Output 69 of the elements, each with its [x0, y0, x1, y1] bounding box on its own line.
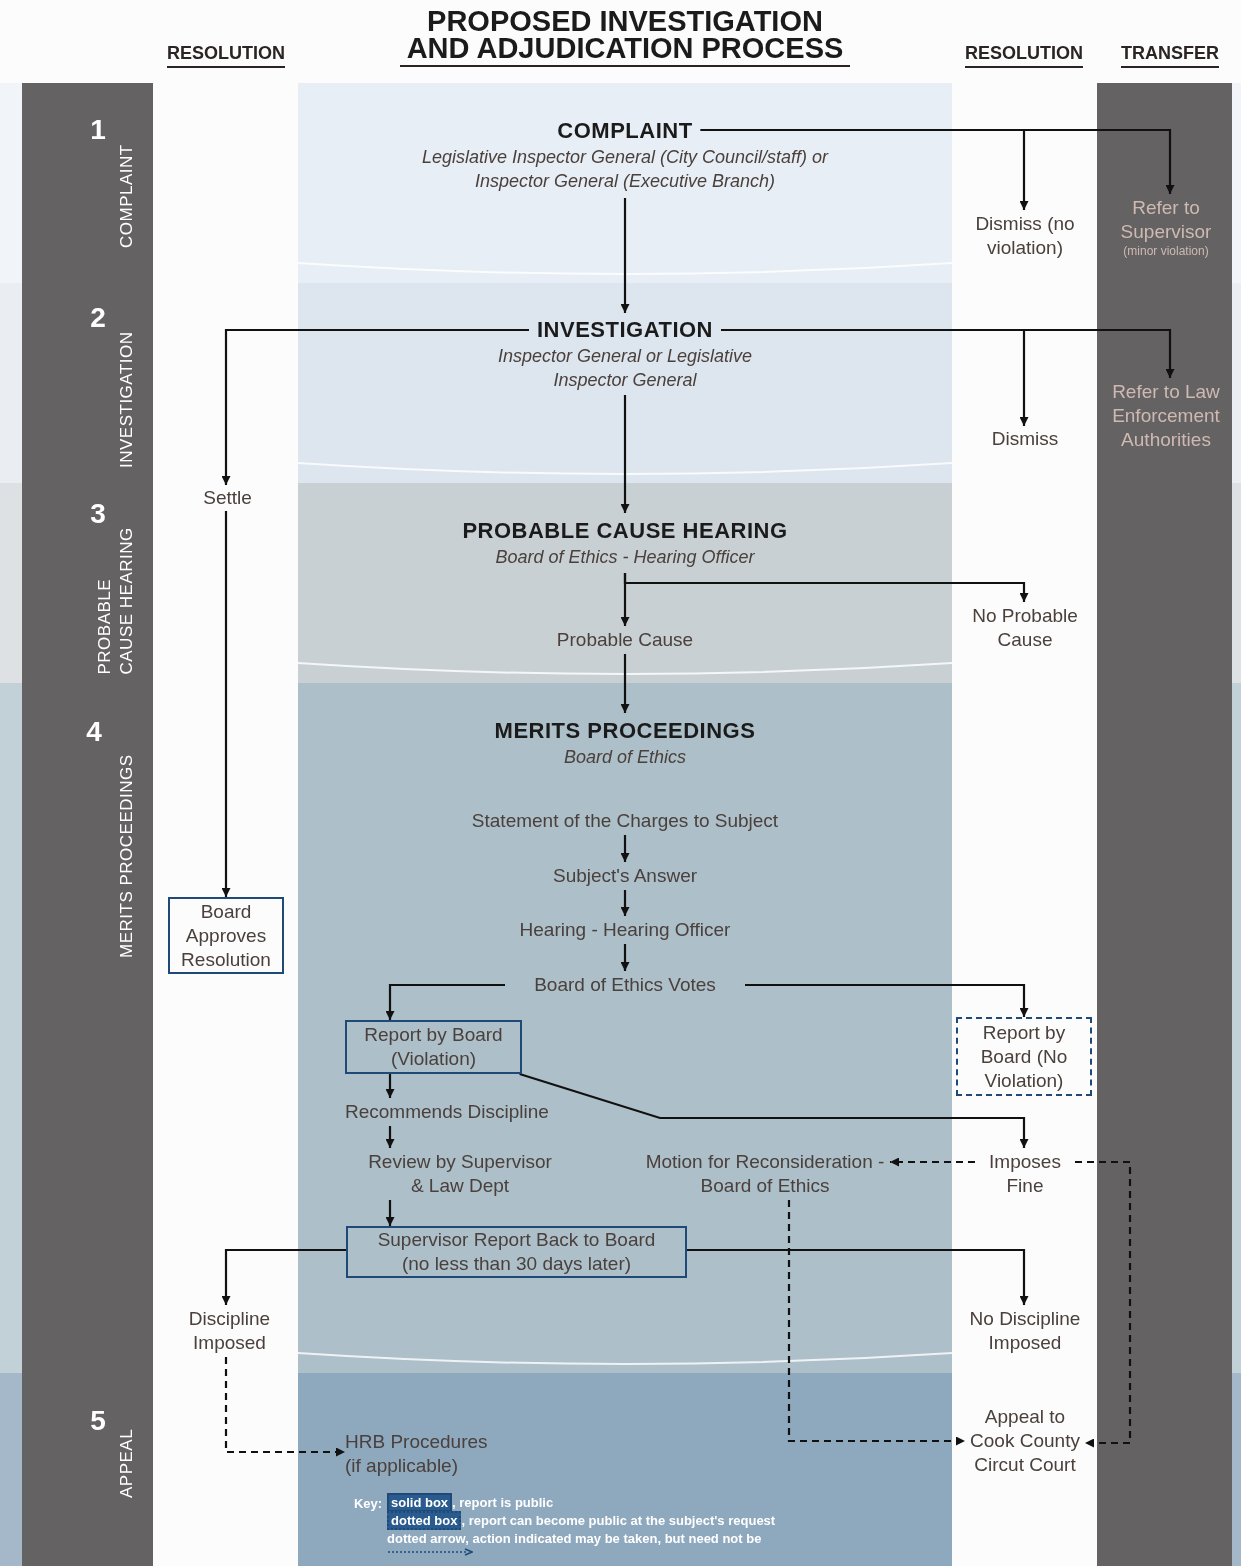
- arrow: [221, 1248, 346, 1305]
- stage-subtitle: Legislative Inspector General (City Council/staff) or Inspector General (Executive Branch): [420, 146, 830, 193]
- report-box: Report by Board (No Violation): [956, 1017, 1092, 1096]
- step-text: Recommends Discipline: [345, 1098, 600, 1126]
- step-text: Appeal to Cook County Circut Court: [965, 1403, 1085, 1479]
- arrow: [620, 395, 630, 513]
- transfer-note: (minor violation): [1123, 244, 1209, 258]
- step-text: Imposes Fine: [975, 1148, 1075, 1200]
- stage-heading: PROBABLE CAUSE HEARING: [461, 517, 789, 545]
- arrow: [385, 1074, 395, 1098]
- column-heading: TRANSFER: [1121, 42, 1219, 68]
- stage-name: COMPLAINT: [116, 143, 137, 248]
- arrow: [385, 1200, 395, 1226]
- arrow: [385, 983, 505, 1020]
- column-heading: RESOLUTION: [965, 42, 1083, 68]
- step-text: No Discipline Imposed: [950, 1305, 1100, 1357]
- arrow: [620, 835, 630, 862]
- arrow: [623, 573, 1029, 602]
- key-entry: dotted box, report can become public at the subject's request: [387, 1512, 776, 1530]
- transfer-text: Refer to Law Enforcement Authorities: [1100, 378, 1232, 454]
- step-text: Subject's Answer: [520, 862, 730, 890]
- step-text: Motion for Reconsideration - Board of Ethics: [640, 1148, 890, 1200]
- key-entry: dotted arrow, action indicated may be taken, but need not be: [387, 1530, 762, 1556]
- stage-subtitle: Board of Ethics: [563, 746, 687, 769]
- stage-heading: COMPLAINT: [556, 117, 694, 145]
- arrow: [221, 328, 529, 485]
- key-heading: Key:: [353, 1495, 383, 1511]
- step-text: Dismiss: [980, 426, 1070, 452]
- stage-number: 4: [86, 716, 102, 748]
- arrow: [620, 890, 630, 916]
- stage-number: 1: [90, 114, 106, 146]
- arrow: [221, 511, 231, 897]
- step-text: Statement of the Charges to Subject: [420, 807, 830, 835]
- stage-name: INVESTIGATION: [116, 330, 137, 468]
- step-text: Dismiss (no violation): [960, 210, 1090, 262]
- step-text: No Probable Cause: [955, 602, 1095, 654]
- stage-name: APPEAL: [116, 1427, 137, 1498]
- stage-heading: MERITS PROCEEDINGS: [493, 717, 757, 745]
- step-text: Settle: [185, 485, 270, 511]
- diagram-title: PROPOSED INVESTIGATION AND ADJUDICATION PROCESS: [400, 8, 850, 67]
- arrow: [385, 1126, 395, 1148]
- stage-number: 2: [90, 302, 106, 334]
- report-box: Supervisor Report Back to Board (no less than 30 days later): [346, 1226, 687, 1278]
- arrow: [224, 1357, 345, 1457]
- report-box: Board Approves Resolution: [168, 897, 284, 974]
- column-heading: RESOLUTION: [167, 42, 285, 68]
- arrow: [620, 944, 630, 971]
- arrow: [1075, 1160, 1132, 1448]
- arrow: [787, 1200, 965, 1446]
- arrow: [700, 128, 1175, 194]
- step-text: Probable Cause: [520, 626, 730, 654]
- step-text: Review by Supervisor & Law Dept: [360, 1148, 560, 1200]
- stage-heading: INVESTIGATION: [536, 316, 714, 344]
- step-text: Discipline Imposed: [172, 1305, 287, 1357]
- step-text: HRB Procedures (if applicable): [345, 1428, 505, 1480]
- step-text: Hearing - Hearing Officer: [475, 916, 775, 944]
- stage-subtitle: Inspector General or Legislative Inspector General: [496, 345, 754, 392]
- arrow: [519, 1072, 1029, 1148]
- arrow: [890, 1157, 975, 1167]
- arrow: [745, 983, 1029, 1017]
- step-text: Board of Ethics Votes: [505, 971, 745, 999]
- transfer-text: Refer to Supervisor: [1119, 196, 1213, 244]
- report-box: Report by Board (Violation): [345, 1020, 522, 1074]
- arrow: [620, 654, 630, 713]
- arrow: [620, 198, 630, 313]
- stage-subtitle: Board of Ethics - Hearing Officer: [495, 546, 755, 569]
- arrow: [687, 1248, 1029, 1305]
- stage-number: 5: [90, 1405, 106, 1437]
- stage-name: MERITS PROCEEDINGS: [116, 753, 137, 958]
